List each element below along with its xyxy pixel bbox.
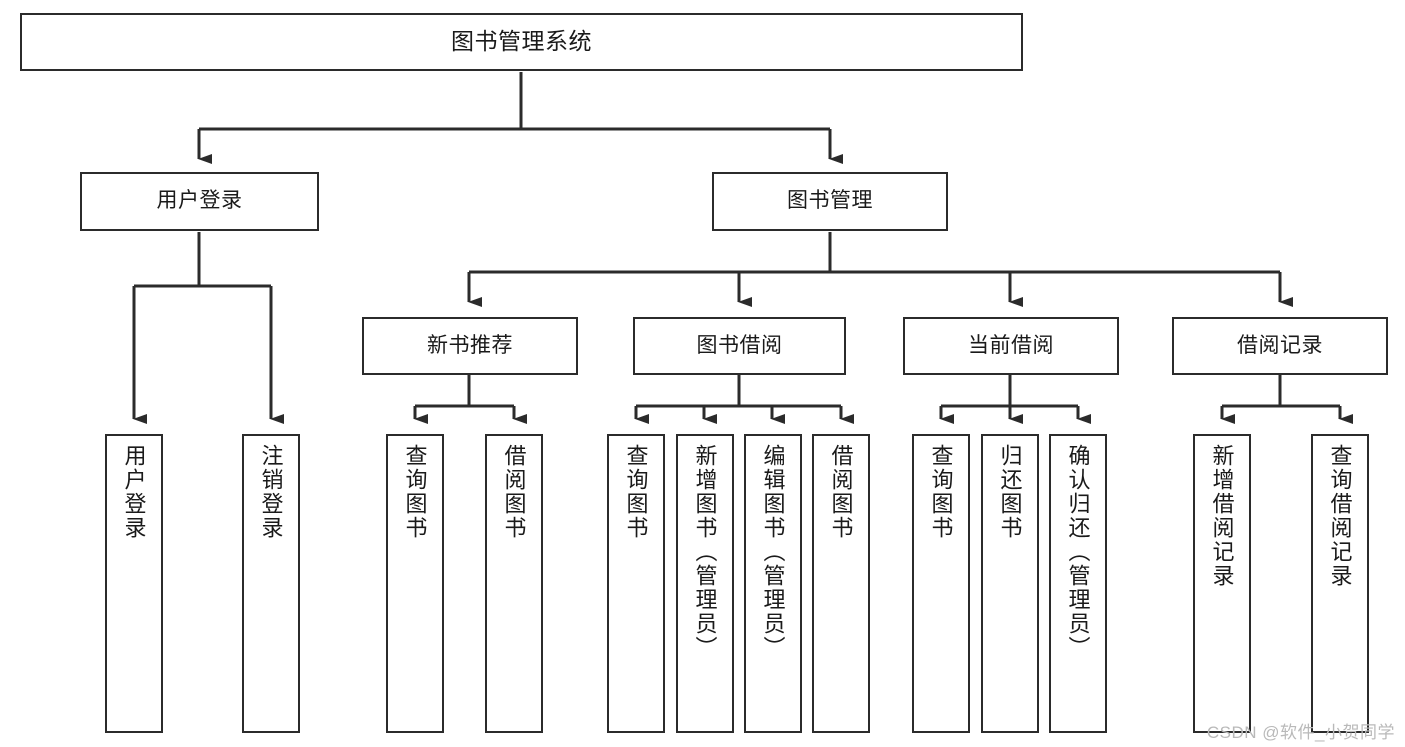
node-label: 查询图书 bbox=[928, 444, 954, 540]
leaf-query-book-current[interactable]: 查询图书 bbox=[912, 434, 970, 733]
node-root-system[interactable]: 图书管理系统 bbox=[20, 13, 1023, 71]
node-label: 注销登录 bbox=[258, 444, 284, 540]
node-borrow-record[interactable]: 借阅记录 bbox=[1172, 317, 1388, 375]
leaf-borrow-book-recommend[interactable]: 借阅图书 bbox=[485, 434, 543, 733]
leaf-query-book-recommend[interactable]: 查询图书 bbox=[386, 434, 444, 733]
node-label: 当前借阅 bbox=[968, 333, 1054, 357]
node-label: 归还图书 bbox=[997, 444, 1023, 540]
node-book-borrow[interactable]: 图书借阅 bbox=[633, 317, 846, 375]
node-label: 查询图书 bbox=[402, 444, 428, 540]
node-label: 借阅图书 bbox=[828, 444, 854, 540]
node-label: 借阅记录 bbox=[1237, 333, 1323, 357]
node-label: 新增借阅记录 bbox=[1209, 444, 1235, 588]
leaf-add-borrow-record[interactable]: 新增借阅记录 bbox=[1193, 434, 1251, 733]
leaf-edit-book-admin[interactable]: 编辑图书（管理员） bbox=[744, 434, 802, 733]
node-current-borrow[interactable]: 当前借阅 bbox=[903, 317, 1119, 375]
csdn-watermark: CSDN @软件_小贺同学 bbox=[1206, 723, 1395, 742]
node-label: 查询图书 bbox=[623, 444, 649, 540]
node-book-management[interactable]: 图书管理 bbox=[712, 172, 948, 231]
node-label: 用户登录 bbox=[156, 189, 243, 213]
leaf-logout[interactable]: 注销登录 bbox=[242, 434, 300, 733]
node-label: 编辑图书（管理员） bbox=[760, 444, 786, 660]
leaf-borrow-book[interactable]: 借阅图书 bbox=[812, 434, 870, 733]
node-new-book-recommend[interactable]: 新书推荐 bbox=[362, 317, 578, 375]
node-label: 图书借阅 bbox=[696, 333, 783, 357]
leaf-confirm-return-admin[interactable]: 确认归还（管理员） bbox=[1049, 434, 1107, 733]
leaf-return-book[interactable]: 归还图书 bbox=[981, 434, 1039, 733]
leaf-query-book-borrow[interactable]: 查询图书 bbox=[607, 434, 665, 733]
node-label: 图书管理 bbox=[787, 189, 873, 213]
node-label: 图书管理系统 bbox=[451, 28, 592, 55]
node-label: 新书推荐 bbox=[427, 333, 513, 357]
leaf-user-login[interactable]: 用户登录 bbox=[105, 434, 163, 733]
node-label: 新增图书（管理员） bbox=[692, 444, 718, 660]
node-label: 查询借阅记录 bbox=[1327, 444, 1353, 588]
leaf-query-borrow-record[interactable]: 查询借阅记录 bbox=[1311, 434, 1369, 733]
node-label: 借阅图书 bbox=[501, 444, 527, 540]
leaf-add-book-admin[interactable]: 新增图书（管理员） bbox=[676, 434, 734, 733]
node-user-login[interactable]: 用户登录 bbox=[80, 172, 319, 231]
node-label: 确认归还（管理员） bbox=[1065, 444, 1091, 660]
node-label: 用户登录 bbox=[121, 444, 147, 540]
